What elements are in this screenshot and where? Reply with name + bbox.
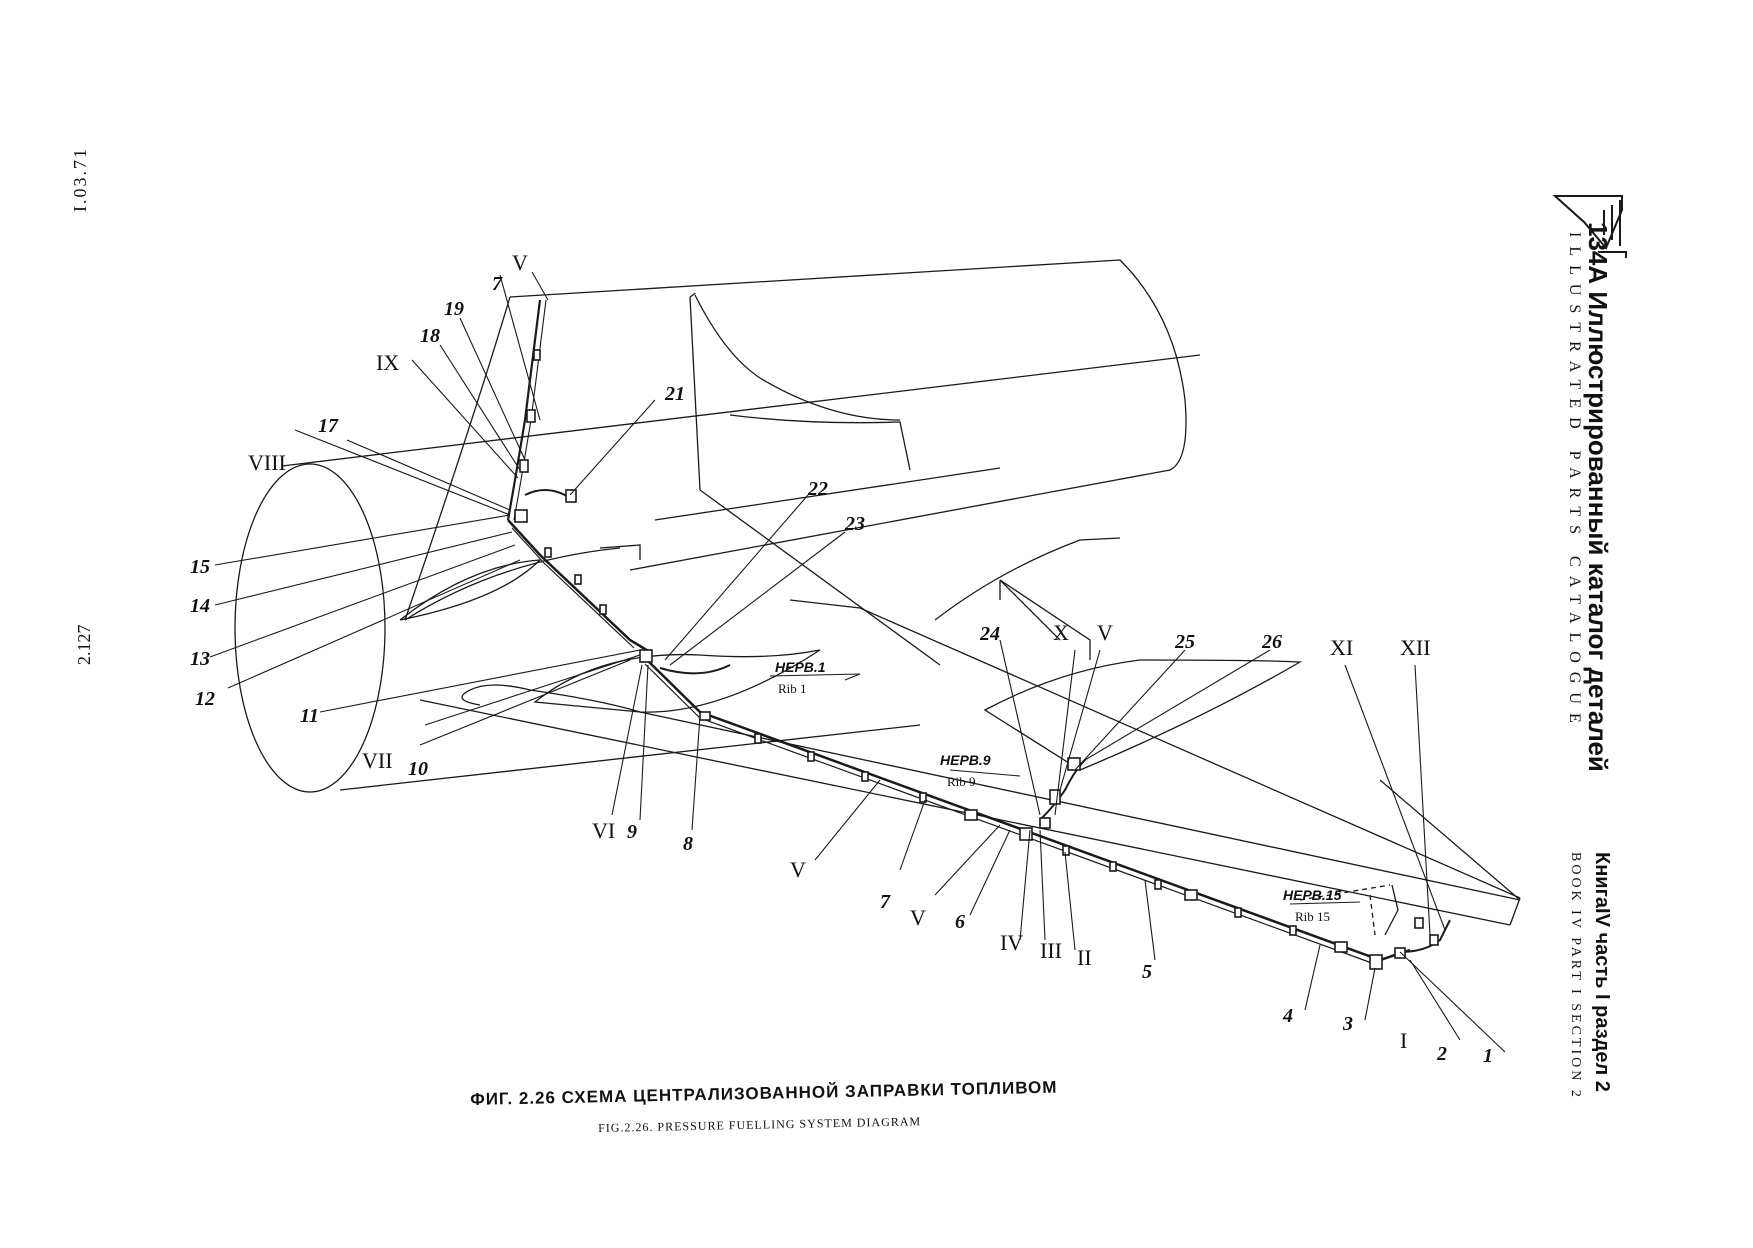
callout-26: 26 [1261,631,1282,653]
callout-1: 1 [1483,1045,1493,1067]
callout-5: 5 [1142,961,1152,983]
callout-10: 10 [408,758,428,780]
callout-18: 18 [420,325,440,347]
airfoil-section-rib9 [983,659,1303,771]
tupolev-logo [1552,195,1627,258]
part-numbers: 7 19 18 17 21 15 14 13 12 11 10 9 8 22 2… [190,273,1493,1067]
label-XII: XII [1400,635,1431,660]
callout-11: 11 [300,705,319,727]
label-VII: VII [362,748,393,773]
label-V-lower: V [910,905,926,930]
callout-21: 21 [664,383,685,405]
callout-3: 3 [1342,1013,1353,1035]
rib1-ru: НЕРВ.1 [775,659,826,675]
leader-lines [209,271,1506,1053]
callout-14: 14 [190,595,210,617]
callout-6: 6 [955,911,965,933]
airfoil-section-root [399,559,542,621]
label-IV: IV [1000,930,1023,955]
label-XI: XI [1330,635,1353,660]
callout-7-bottom: 7 [880,891,891,913]
rib15-ru: НЕРВ.15 [1283,887,1342,903]
callout-2: 2 [1436,1043,1447,1065]
label-I: I [1400,1028,1407,1053]
callout-25: 25 [1174,631,1195,653]
callout-15: 15 [190,556,210,578]
rib15-en: Rib 15 [1295,909,1330,924]
callout-17: 17 [318,415,339,437]
label-III: III [1040,938,1062,963]
rib1-en: Rib 1 [778,681,807,696]
callout-7-top: 7 [492,273,503,295]
label-II: II [1077,945,1092,970]
section-labels: V IX VIII VII VI V V IV III II I X V XI … [248,250,1431,1053]
label-V-mid: V [790,857,806,882]
label-V-top: V [512,250,528,275]
callout-8: 8 [683,833,693,855]
callout-12: 12 [195,688,215,710]
rib-labels: НЕРВ.1 Rib 1 НЕРВ.9 Rib 9 НЕРВ.15 Rib 15 [775,659,1342,924]
callout-19: 19 [444,298,464,320]
label-V-right: V [1097,620,1113,645]
label-X: X [1053,620,1069,645]
fuel-pipeline [506,299,1451,967]
callout-24: 24 [979,623,1000,645]
rib9-ru: НЕРВ.9 [940,752,991,768]
airframe-outline [234,195,1627,936]
nacelle-intake [234,463,386,793]
callout-23: 23 [844,513,865,535]
rib9-en: Rib 9 [947,774,976,789]
callout-9: 9 [627,821,637,843]
callout-13: 13 [190,648,210,670]
label-IX: IX [376,350,399,375]
label-VIII: VIII [248,450,286,475]
callout-22: 22 [807,478,828,500]
callout-4: 4 [1282,1005,1293,1027]
label-VI: VI [592,818,615,843]
airfoil-section-rib1 [533,649,821,713]
